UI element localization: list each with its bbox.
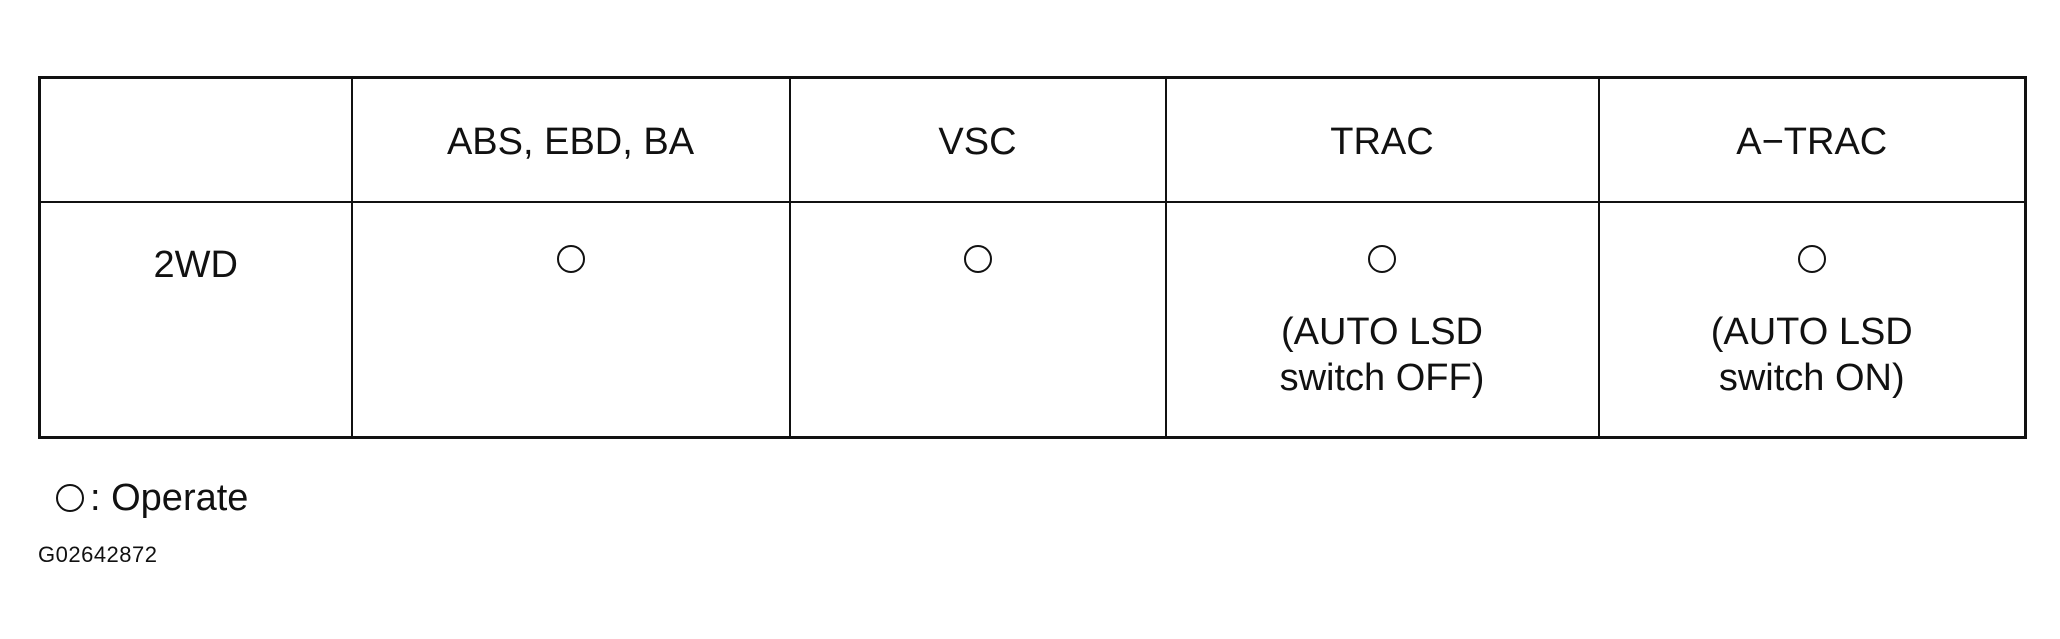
header-cell-trac: TRAC [1164,76,1600,203]
trac-note-line-2: switch OFF) [1279,356,1485,399]
a-trac-note-line-2: switch ON) [1718,356,1905,399]
legend: : Operate [54,474,248,522]
legend-text: : Operate [90,477,249,519]
circle-outline-icon [1368,244,1396,273]
trac-note-line-1: (AUTO LSD [1280,310,1483,353]
circle-outline-icon [56,484,84,512]
table-header-row: ABS, EBD, BA VSC TRAC A−TRAC [38,76,2027,203]
header-cell-a-trac: A−TRAC [1597,76,2027,203]
figure-code: G02642872 [38,542,158,567]
system-operation-table: ABS, EBD, BA VSC TRAC A−TRAC 2WD (AUTO L… [38,76,2027,439]
a-trac-note-line-1: (AUTO LSD [1710,310,1913,353]
header-cell-abs-ebd-ba: ABS, EBD, BA [350,76,791,203]
header-cell-vsc: VSC [788,76,1167,203]
circle-outline-icon [963,244,992,273]
cell-abs-ebd-ba [350,200,791,439]
row-label-2wd: 2WD [38,200,353,439]
cell-vsc [788,200,1167,439]
circle-outline-icon [1797,244,1826,273]
header-cell-empty [38,76,353,203]
circle-outline-icon [556,244,585,273]
